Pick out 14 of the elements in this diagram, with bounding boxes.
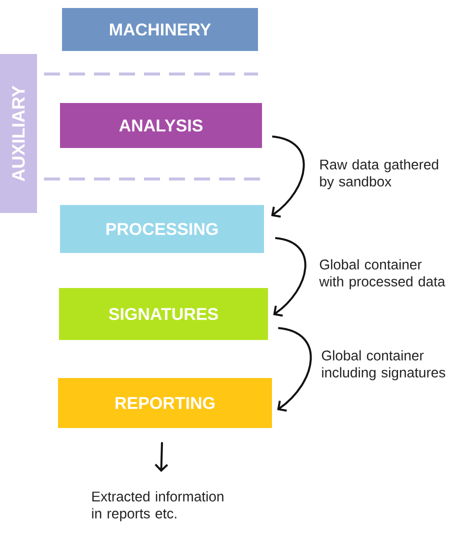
process-box: ANALYSIS [60,103,262,148]
arrow [154,442,168,472]
output-text: Extracted information in reports etc. [92,491,224,522]
curved-arrow [277,327,312,412]
edge-label: Global container including signatures [320,349,450,382]
process-box: MACHINERY [62,8,258,51]
curved-arrow [271,136,305,218]
process-box: REPORTING [58,378,272,428]
edge-label: Raw data gathered by sandbox [318,158,448,190]
edge-label: Global container with processed data [318,258,448,290]
vertical-band: AUXILIARY [0,54,37,213]
process-box: PROCESSING [60,205,264,253]
process-box: SIGNATURES [59,288,268,340]
curved-arrow [273,237,306,317]
